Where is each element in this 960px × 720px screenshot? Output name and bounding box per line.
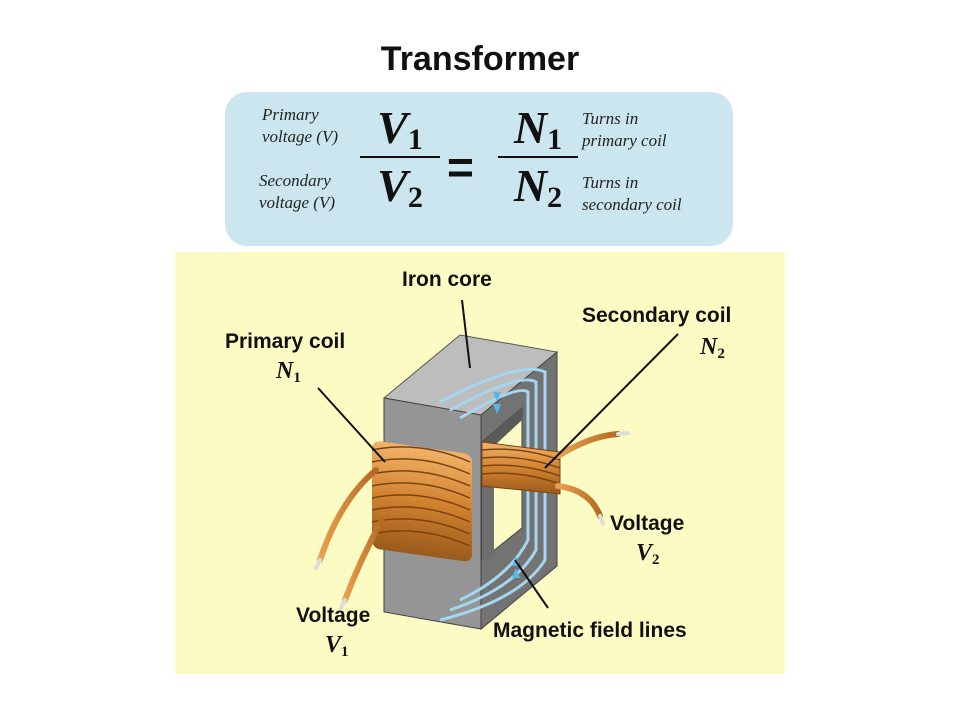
voltage-primary-symbol: V1 bbox=[325, 632, 349, 660]
primary-wires bbox=[317, 467, 385, 603]
voltage-primary-label: Voltage bbox=[296, 604, 371, 627]
turns-secondary-label: Turns in secondary coil bbox=[582, 173, 682, 214]
lhs-numerator: V1 bbox=[377, 102, 423, 157]
voltage-ratio-fraction: V1 V2 bbox=[360, 102, 440, 215]
turns-primary-label: Turns in primary coil bbox=[582, 109, 667, 150]
voltage-secondary-label: Voltage bbox=[610, 512, 685, 535]
fraction-bar bbox=[498, 156, 578, 158]
primary-coil-symbol: N1 bbox=[276, 358, 301, 386]
formula-box bbox=[225, 92, 733, 246]
primary-coil-label: Primary coil bbox=[225, 330, 346, 353]
rhs-denominator: N2 bbox=[513, 160, 563, 215]
equals-sign: = bbox=[447, 141, 474, 193]
magnetic-field-lines bbox=[439, 367, 547, 622]
magnetic-field-lines-label: Magnetic field lines bbox=[493, 619, 687, 642]
turns-ratio-fraction: N1 N2 bbox=[498, 102, 578, 215]
secondary-coil-label: Secondary coil bbox=[582, 304, 732, 327]
rhs-numerator: N1 bbox=[513, 102, 563, 157]
primary-coil bbox=[372, 441, 472, 562]
page-title: Transformer bbox=[380, 40, 580, 78]
secondary-voltage-label: Secondary voltage (V) bbox=[259, 171, 335, 212]
primary-voltage-label: Primary voltage (V) bbox=[262, 105, 338, 146]
secondary-coil bbox=[481, 441, 561, 495]
fraction-bar bbox=[360, 156, 440, 158]
secondary-coil-turns bbox=[481, 448, 561, 485]
wire-terminal-icon bbox=[314, 558, 347, 610]
wire-terminal-icon bbox=[598, 431, 630, 526]
secondary-coil-symbol: N2 bbox=[700, 334, 725, 362]
lhs-denominator: V2 bbox=[377, 160, 423, 215]
iron-core-label: Iron core bbox=[402, 268, 492, 291]
leader-lines bbox=[317, 299, 679, 609]
secondary-wires bbox=[555, 431, 621, 519]
voltage-secondary-symbol: V2 bbox=[636, 540, 660, 568]
